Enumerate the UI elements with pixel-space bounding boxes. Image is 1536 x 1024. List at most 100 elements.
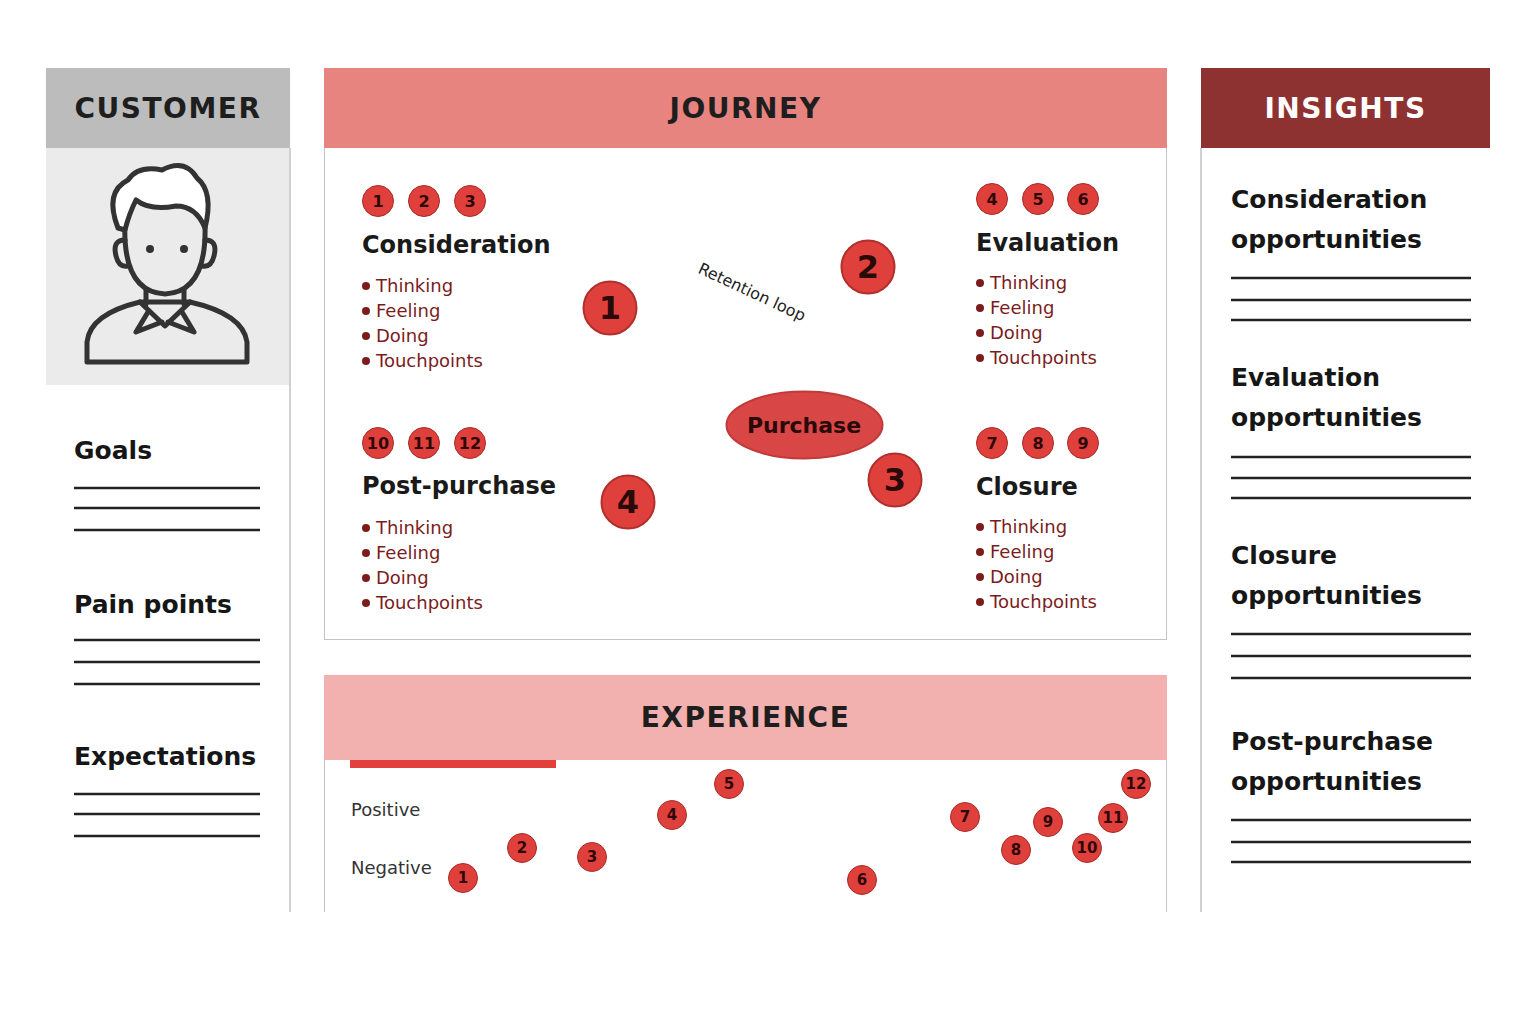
icon-area: [46, 148, 290, 385]
stage-item: Doing: [362, 566, 542, 590]
section-heading: Goals: [74, 435, 288, 467]
writing-line: [1231, 861, 1471, 864]
purchase-node: Purchase: [725, 390, 884, 460]
stage-item: Touchpoints: [362, 591, 542, 615]
touchpoint-number: 8: [1001, 835, 1031, 865]
callout-number: 3: [454, 185, 486, 217]
stage-circle: 1: [582, 280, 638, 336]
callout-number: 9: [1067, 427, 1099, 459]
touchpoint-number: 9: [1033, 807, 1063, 837]
touchpoint-number: 10: [1072, 833, 1102, 863]
writing-line: [1231, 319, 1471, 322]
stage-node: 3: [867, 452, 923, 508]
writing-line: [74, 835, 260, 838]
writing-line: [1231, 841, 1471, 844]
stage-item: Feeling: [362, 299, 542, 323]
stage-title: Evaluation: [976, 228, 1208, 258]
stage-circle: 3: [867, 452, 923, 508]
callout-number: 2: [408, 185, 440, 217]
writing-line: [74, 639, 260, 642]
stage-node: 2: [840, 239, 896, 295]
callout-number: 10: [362, 427, 394, 459]
icon-eye: [180, 245, 188, 253]
opportunity-heading: Closure opportunities: [1231, 536, 1483, 616]
touchpoint-number: 3: [577, 842, 607, 872]
customer-icon: [87, 166, 247, 363]
stage-circle: 4: [600, 474, 656, 530]
opportunity-heading: Evaluation opportunities: [1231, 358, 1483, 438]
insights-column: INSIGHTS Consideration opportunitiesEvalu…: [1201, 68, 1490, 912]
touchpoint-number: 1: [448, 863, 478, 893]
axis-label: Negative: [351, 856, 451, 880]
opportunity-heading: Consideration opportunities: [1231, 180, 1483, 260]
writing-line: [1231, 677, 1471, 680]
writing-line: [74, 813, 260, 816]
column-header: CUSTOMER: [46, 68, 290, 148]
column-divider: [289, 148, 291, 912]
stage-item: Thinking: [362, 516, 542, 540]
callout-number: 12: [454, 427, 486, 459]
stage-item: Doing: [362, 324, 542, 348]
writing-line: [74, 487, 260, 490]
touchpoint-number: 7: [950, 802, 980, 832]
axis-label: Positive: [351, 798, 451, 822]
icon-face: [125, 222, 205, 294]
callout-number: 8: [1022, 427, 1054, 459]
stage-node: 4: [600, 474, 656, 530]
panel-header: JOURNEY: [324, 68, 1167, 148]
stage-item: Feeling: [362, 541, 542, 565]
callout-number: 5: [1022, 183, 1054, 215]
touchpoint-number: 12: [1121, 769, 1151, 799]
writing-line: [1231, 299, 1471, 302]
stage-item: Touchpoints: [362, 349, 542, 373]
writing-line: [1231, 819, 1471, 822]
stage-item: Thinking: [362, 274, 542, 298]
icon-shoulders: [87, 302, 247, 362]
opportunity-heading: Post-purchase opportunities: [1231, 722, 1483, 802]
section-heading: Pain points: [74, 589, 288, 621]
touchpoint-number: 5: [714, 769, 744, 799]
writing-line: [74, 683, 260, 686]
touchpoint-number: 6: [847, 865, 877, 895]
stage-item: Doing: [976, 321, 1156, 345]
touchpoint-number: 2: [507, 833, 537, 863]
stage-item: Thinking: [976, 515, 1156, 539]
callout-number: 6: [1067, 183, 1099, 215]
callout-number: 4: [976, 183, 1008, 215]
callout-number: 1: [362, 185, 394, 217]
stage-item: Touchpoints: [976, 590, 1156, 614]
writing-line: [74, 529, 260, 532]
writing-line: [74, 661, 260, 664]
stage-item: Feeling: [976, 296, 1156, 320]
icon-hair: [113, 166, 208, 231]
stage-title: Closure: [976, 472, 1208, 502]
callout-number: 11: [408, 427, 440, 459]
stage-node: 1: [582, 280, 638, 336]
panel-header: EXPERIENCE: [324, 675, 1167, 760]
writing-line: [74, 793, 260, 796]
stage-item: Touchpoints: [976, 346, 1156, 370]
callout-number: 7: [976, 427, 1008, 459]
writing-line: [1231, 497, 1471, 500]
writing-line: [74, 507, 260, 510]
stage-item: Feeling: [976, 540, 1156, 564]
writing-line: [1231, 277, 1471, 280]
stage-title: Consideration: [362, 230, 594, 260]
writing-line: [1231, 655, 1471, 658]
touchpoint-number: 11: [1098, 803, 1128, 833]
stage-title: Post-purchase: [362, 471, 594, 501]
stage-circle: 2: [840, 239, 896, 295]
writing-line: [1231, 633, 1471, 636]
icon-eye: [146, 245, 154, 253]
section-heading: Expectations: [74, 741, 288, 773]
stage-item: Thinking: [976, 271, 1156, 295]
icon-collar: [136, 302, 194, 332]
column-header: INSIGHTS: [1201, 68, 1490, 148]
touchpoint-number: 4: [657, 800, 687, 830]
writing-line: [1231, 456, 1471, 459]
writing-line: [1231, 477, 1471, 480]
purchase-ellipse: Purchase: [725, 390, 884, 460]
customer-column: CUSTOMER GoalsPain pointsExpectations: [46, 68, 290, 912]
icon-ears: [115, 240, 215, 266]
